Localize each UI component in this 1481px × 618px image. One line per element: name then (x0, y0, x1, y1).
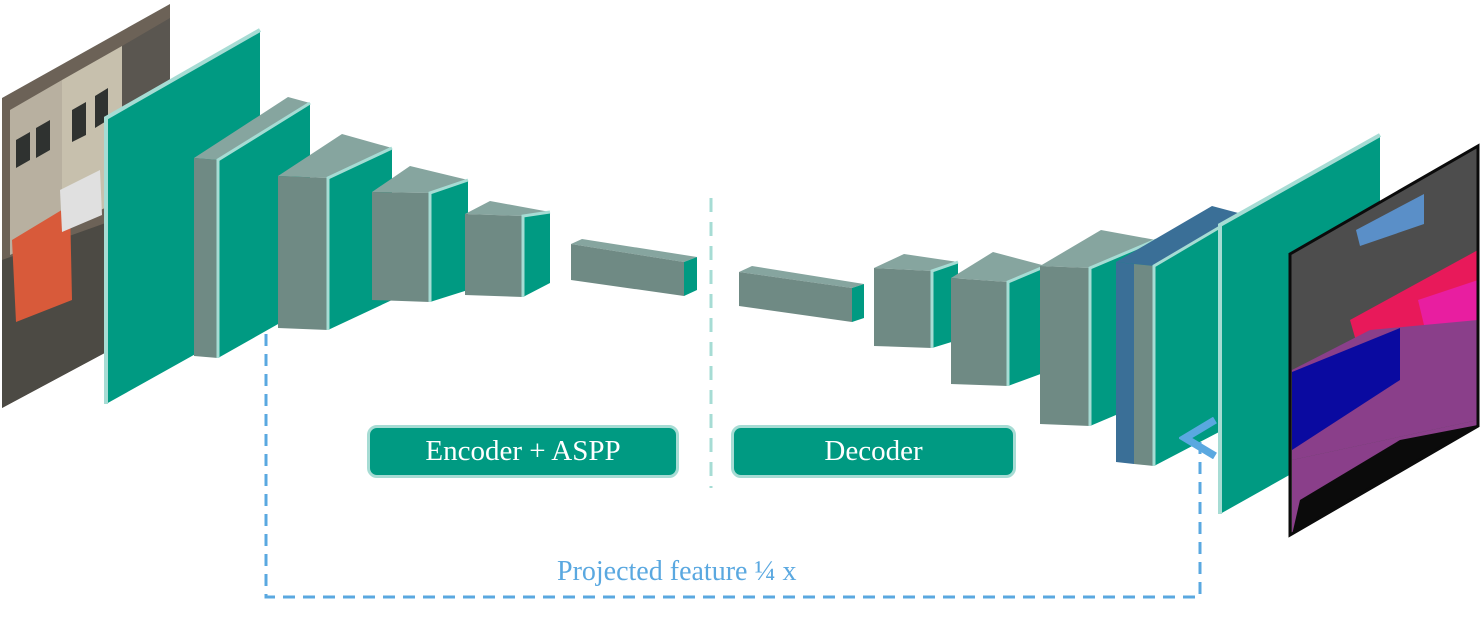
skip-connection-arrow (264, 334, 1200, 599)
encoder-block-4 (372, 166, 469, 302)
encoder-label-box: Encoder + ASPP (367, 425, 679, 478)
skip-connection-label: Projected feature ¼ x (557, 556, 797, 587)
decoder-label-box: Decoder (731, 425, 1016, 478)
output-segmentation-image (1288, 143, 1480, 538)
encoder-label-text: Encoder + ASPP (425, 435, 621, 467)
decoder-block-1 (874, 254, 959, 348)
decoder-bar (739, 266, 864, 322)
decoder-block-2 (951, 252, 1047, 386)
decoder-label-text: Decoder (824, 435, 923, 467)
encoder-bottleneck (571, 239, 697, 296)
encoder-block-5 (465, 201, 551, 297)
